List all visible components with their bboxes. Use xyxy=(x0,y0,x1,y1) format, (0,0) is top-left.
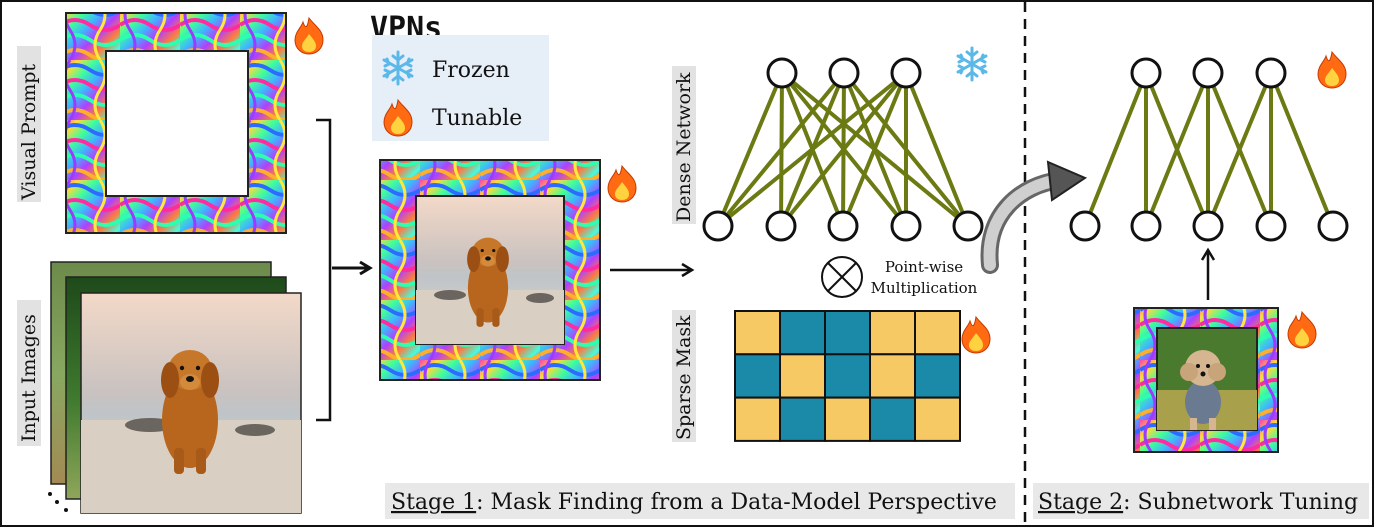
mask-cell xyxy=(779,396,826,442)
sparse-mask-grid xyxy=(734,310,961,442)
mask-cell xyxy=(824,396,871,442)
dense-network-nodes xyxy=(702,57,984,242)
stage1-suffix: : Mask Finding from a Data-Model Perspec… xyxy=(476,490,997,515)
mask-cell xyxy=(824,310,871,356)
dense-network-edges xyxy=(716,71,970,228)
dense-network-label: Dense Network xyxy=(672,66,696,224)
mask-cell xyxy=(914,396,961,442)
legend: VPNs Frozen Tunable xyxy=(370,11,549,141)
mask-cell xyxy=(914,353,961,399)
more-images-ellipsis xyxy=(48,492,68,512)
stage1-text: Stage 1: Mask Finding from a Data-Model … xyxy=(391,490,997,515)
otimes-icon xyxy=(821,256,863,298)
flame-icon xyxy=(1287,311,1317,349)
mask-cell xyxy=(914,310,961,356)
input-image-stack xyxy=(50,261,302,514)
subnetwork-nodes xyxy=(1069,57,1349,242)
snowflake-icon xyxy=(956,46,988,82)
flame-icon xyxy=(607,165,637,203)
stage1-prefix: Stage 1 xyxy=(391,490,476,515)
stage2-text: Stage 2: Subnetwork Tuning xyxy=(1038,490,1358,515)
input-images-text: Input Images xyxy=(18,314,40,442)
mask-cell xyxy=(869,353,916,399)
input-images-label: Input Images xyxy=(17,300,41,446)
poodle-prompted-image xyxy=(1133,307,1279,453)
mask-cell xyxy=(779,310,826,356)
sparse-mask-label: Sparse Mask xyxy=(672,310,696,442)
poodle-photo xyxy=(1180,350,1226,430)
sparse-mask-text: Sparse Mask xyxy=(673,315,695,440)
mask-cell xyxy=(869,396,916,442)
bracket xyxy=(316,118,332,422)
legend-tunable: Tunable xyxy=(432,106,522,131)
visual-prompt-frame xyxy=(65,12,287,234)
pointwise-text-2: Multiplication xyxy=(871,279,978,297)
mask-cell xyxy=(779,353,826,399)
stage2-suffix: : Subnetwork Tuning xyxy=(1123,490,1358,515)
mask-cell xyxy=(869,310,916,356)
mask-cell xyxy=(734,353,781,399)
flame-icon xyxy=(961,316,991,354)
stage2-prefix: Stage 2 xyxy=(1038,490,1123,515)
legend-frozen: Frozen xyxy=(432,58,510,83)
stage-transition-arrow xyxy=(980,160,1088,274)
mask-cell xyxy=(734,396,781,442)
mask-cell xyxy=(734,310,781,356)
stage2-caption: Stage 2: Subnetwork Tuning xyxy=(1033,483,1369,519)
stage1-caption: Stage 1: Mask Finding from a Data-Model … xyxy=(385,483,1015,519)
flame-icon xyxy=(294,17,324,55)
dense-network-text: Dense Network xyxy=(673,72,695,222)
pointwise-text-1: Point-wise xyxy=(885,258,963,276)
visual-prompt-text: Visual Prompt xyxy=(18,64,40,201)
flame-icon xyxy=(1317,51,1347,89)
prompted-image xyxy=(379,159,601,381)
mask-cell xyxy=(824,353,871,399)
subnetwork-edges xyxy=(1083,72,1335,227)
visual-prompt-label: Visual Prompt xyxy=(17,46,41,202)
